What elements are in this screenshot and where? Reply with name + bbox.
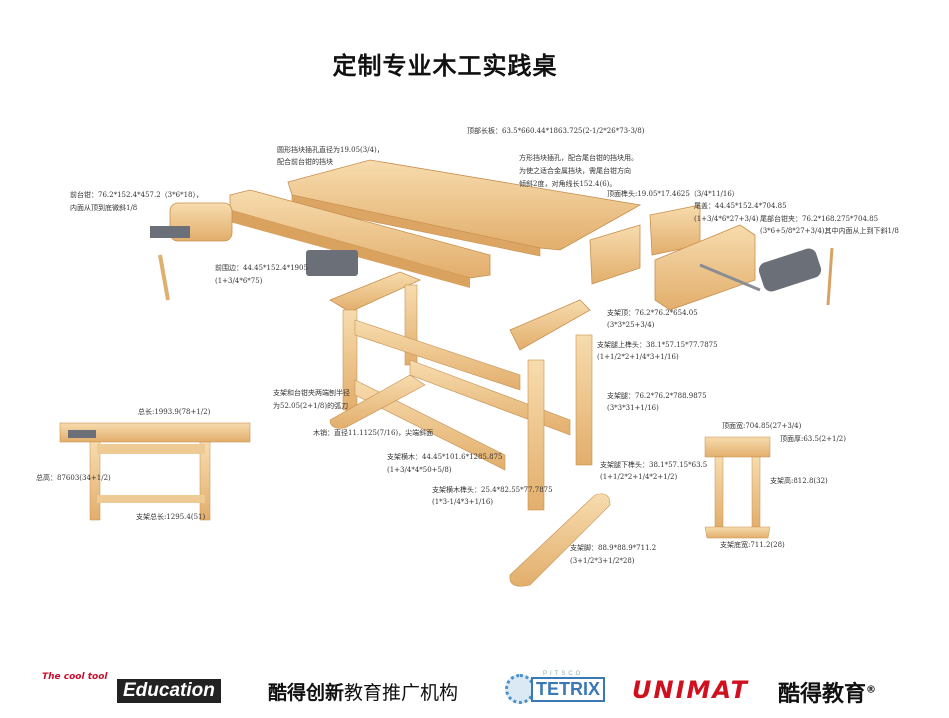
label-end-cap: 尾盖：44.45*152.4*704.85 bbox=[694, 202, 787, 210]
label-foot: 支架脚：88.9*88.9*711.2 bbox=[570, 544, 657, 552]
label-front-apron-2: (1+3/4*6*75) bbox=[215, 277, 263, 285]
promo-text: 教育推广机构 bbox=[344, 682, 459, 704]
label-total-height: 总高：87603(34+1/2) bbox=[36, 474, 111, 482]
label-foot-2: (3+1/2*3+1/2*28) bbox=[570, 557, 635, 565]
label-arc: 支架和台钳夹两端刨半径 bbox=[273, 389, 350, 397]
label-stretcher-tenon-2: (1*3-1/4*3+1/16) bbox=[432, 498, 494, 506]
label-stretcher-tenon: 支架横木榫头：25.4*82.55*77.7875 bbox=[432, 486, 553, 494]
kude-education-logo: 酷得教育® bbox=[778, 676, 876, 708]
tetrix-text: TETRIX bbox=[531, 676, 606, 702]
label-leg-2: (3*3*31+1/16) bbox=[607, 404, 659, 412]
label-arc-2: 为52.05(2+1/8)的弧刀 bbox=[273, 402, 349, 410]
label-end-cap-2: (1+3/4*6*27+3/4) bbox=[694, 215, 759, 223]
label-leg: 支架腿：76.2*76.2*788.9875 bbox=[607, 392, 707, 400]
stand-foot bbox=[509, 493, 611, 587]
tail-vise-hardware bbox=[758, 248, 822, 292]
label-square-hole: 方形挡块插孔，配合尾台钳的挡块用。 bbox=[519, 154, 638, 162]
tetrix-logo: PITSCO TETRIX bbox=[505, 671, 606, 704]
front-vise-hardware bbox=[150, 226, 190, 238]
end-cap bbox=[589, 224, 641, 285]
stand-top-right bbox=[509, 299, 591, 351]
stand-top bbox=[329, 271, 422, 313]
label-stand-top: 支架顶：76.2*76.2*654.05 bbox=[607, 309, 698, 317]
footer-logos: The cool tooltool Education 酷得创新教育推广机构 P… bbox=[0, 670, 949, 710]
label-top-width: 顶面宽:704.85(27+3/4) bbox=[722, 422, 802, 430]
promo-org-logo: 酷得创新教育推广机构 bbox=[268, 678, 458, 705]
workbench-exploded-illustration bbox=[59, 159, 834, 587]
label-tail-vise: 尾部台钳夹：76.2*168.275*704.85 bbox=[760, 215, 879, 223]
registered-mark: ® bbox=[866, 684, 877, 696]
cool-tool-logo: The cool tooltool bbox=[40, 672, 107, 701]
pitsco-text: PITSCO bbox=[543, 671, 584, 677]
label-square-hole-2: 为使之适合金属挡块，需尾台钳方向 bbox=[519, 167, 631, 175]
label-leg-lower-tenon-2: (1+1/2*2+1/4*2+1/2) bbox=[600, 473, 678, 481]
promo-bold-text: 酷得创新 bbox=[268, 682, 345, 704]
side-elevation-view bbox=[704, 436, 771, 539]
education-logo: Education bbox=[117, 679, 221, 703]
tail-vise-handle bbox=[826, 247, 834, 306]
label-stand-top-2: (3*3*25+3/4) bbox=[607, 321, 655, 329]
label-round-hole: 圆形挡块插孔直径为19.05(3/4)， bbox=[277, 146, 384, 154]
label-leg-upper-tenon-2: (1+1/2*2+1/4*3+1/16) bbox=[597, 353, 679, 361]
stand-foot-left bbox=[329, 374, 426, 429]
label-round-hole-2: 配合前台钳的挡块 bbox=[277, 158, 333, 166]
label-leg-upper-tenon: 支架腿上榫头：38.1*57.15*77.7875 bbox=[597, 341, 718, 349]
stand-leg bbox=[527, 359, 545, 511]
label-stretcher-2: (1+3/4*4*50+5/8) bbox=[387, 466, 452, 474]
label-stand-length: 支架总长:1295.4(51) bbox=[136, 513, 206, 521]
tail-vise-screw bbox=[699, 263, 761, 292]
page-title: 定制专业木工实践桌 bbox=[332, 51, 558, 80]
kude-education-text: 酷得教育 bbox=[778, 682, 867, 707]
label-top-slab: 顶部长板：63.5*660.44*1863.725(2-1/2*26*73-3/… bbox=[467, 127, 645, 135]
label-top-thickness: 顶面厚:63.5(2+1/2) bbox=[780, 435, 846, 443]
stretcher bbox=[354, 319, 521, 391]
label-leg-lower-tenon: 支架腿下榫头：38.1*57.15*63.5 bbox=[600, 461, 708, 469]
front-apron-edge bbox=[230, 210, 470, 288]
label-stand-base-width: 支架底宽:711.2(28) bbox=[720, 541, 785, 549]
front-elevation-view bbox=[59, 422, 251, 521]
label-square-hole-3: 倾斜2度，对角线长152.4(6)。 bbox=[519, 180, 617, 188]
vise-bracket bbox=[306, 250, 358, 276]
label-stand-height: 支架高:812.8(32) bbox=[770, 477, 828, 485]
label-top-tenon: 顶面榫头:19.05*17.4625（3/4*11/16） bbox=[607, 190, 739, 198]
label-front-vise: 前台钳：76.2*152.4*457.2（3*6*18）， bbox=[70, 191, 203, 199]
vise-handle bbox=[158, 254, 170, 301]
stand-leg-2 bbox=[575, 334, 593, 466]
cool-tool-text: The cool tool bbox=[42, 672, 108, 682]
label-dowel: 木销：直径11.1125(7/16)，尖端斜面 bbox=[313, 429, 434, 437]
label-stretcher: 支架横木：44.45*101.6*1285.875 bbox=[387, 453, 503, 461]
label-front-apron: 前围边：44.45*152.4*1905 bbox=[215, 264, 308, 272]
label-front-vise-2: 内面从顶到底微斜1/8 bbox=[70, 204, 138, 212]
label-total-length: 总长:1993.9(78+1/2) bbox=[138, 408, 211, 416]
label-tail-vise-2: (3*6+5/8*27+3/4)其中内面从上到下斜1/8 bbox=[760, 227, 899, 235]
unimat-logo: UNIMAT bbox=[632, 676, 750, 704]
